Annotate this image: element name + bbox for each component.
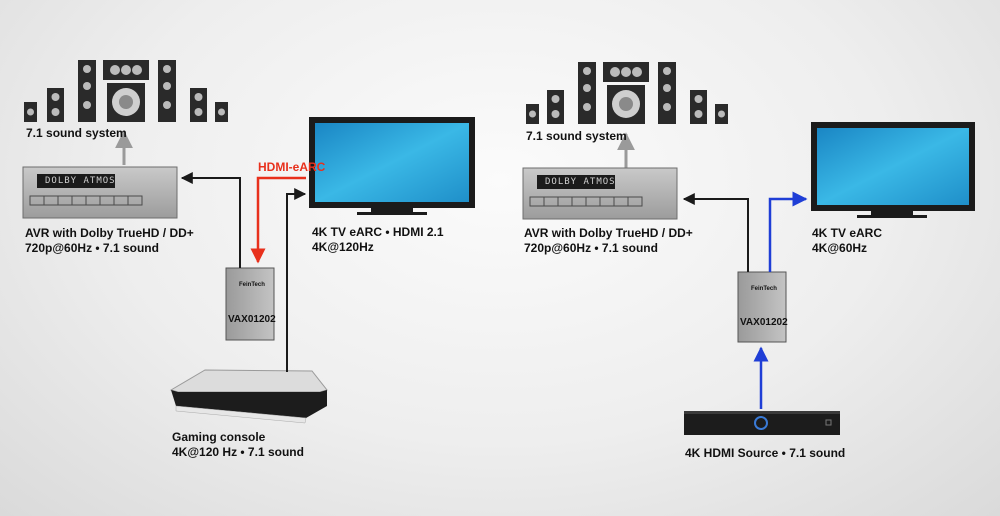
- avr-label-right-line1: AVR with Dolby TrueHD / DD+: [524, 226, 693, 240]
- arrow-vax-to-avr-left: [180, 172, 241, 268]
- avr-right: [522, 167, 678, 220]
- speakers-label-left: 7.1 sound system: [26, 126, 127, 140]
- hdmi-source-box: [684, 411, 840, 435]
- tv-left: [309, 117, 475, 215]
- avr-label-right: AVR with Dolby TrueHD / DD+ 720p@60Hz • …: [524, 226, 693, 256]
- console-label: Gaming console 4K@120 Hz • 7.1 sound: [172, 430, 304, 460]
- speaker-system-right: [526, 62, 728, 124]
- arrow-console-to-tv: [286, 188, 307, 372]
- vax-model-left: VAX01202: [228, 314, 276, 325]
- avr-display-right: DOLBY ATMOS: [545, 177, 616, 187]
- gaming-console: [169, 369, 328, 424]
- arrow-vax-to-avr-right: [682, 193, 749, 272]
- avr-label-right-line2: 720p@60Hz • 7.1 sound: [524, 241, 658, 255]
- vax-model-right: VAX01202: [740, 317, 788, 328]
- vax-device-right: [737, 271, 787, 343]
- avr-label-left-line1: AVR with Dolby TrueHD / DD+: [25, 226, 194, 240]
- tv-label-left: 4K TV eARC • HDMI 2.1 4K@120Hz: [312, 225, 444, 255]
- avr-display-left: DOLBY ATMOS: [45, 176, 116, 186]
- vax-device-left: [225, 267, 275, 341]
- hdmi-source-label: 4K HDMI Source • 7.1 sound: [685, 446, 846, 460]
- avr-left: [22, 166, 178, 219]
- avr-label-left: AVR with Dolby TrueHD / DD+ 720p@60Hz • …: [25, 226, 194, 256]
- speakers-label-right: 7.1 sound system: [526, 129, 627, 143]
- tv-label-right: 4K TV eARC 4K@60Hz: [812, 226, 882, 256]
- tv-label-right-line1: 4K TV eARC: [812, 226, 883, 240]
- vax-brand-left: FeinTech: [239, 282, 265, 288]
- tv-label-right-line2: 4K@60Hz: [812, 241, 868, 255]
- avr-label-left-line2: 720p@60Hz • 7.1 sound: [25, 241, 159, 255]
- console-label-line1: Gaming console: [172, 430, 266, 444]
- arrow-vax-to-tv-right: [768, 191, 808, 272]
- tv-label-left-line2: 4K@120Hz: [312, 240, 374, 254]
- console-label-line2: 4K@120 Hz • 7.1 sound: [172, 445, 304, 459]
- speaker-system-left: [24, 60, 228, 122]
- tv-right: [811, 122, 975, 218]
- earc-label: HDMI-eARC: [258, 160, 326, 174]
- vax-brand-right: FeinTech: [751, 286, 777, 292]
- tv-label-left-line1: 4K TV eARC • HDMI 2.1: [312, 225, 444, 239]
- arrow-earc-tv-to-vax: [250, 176, 306, 264]
